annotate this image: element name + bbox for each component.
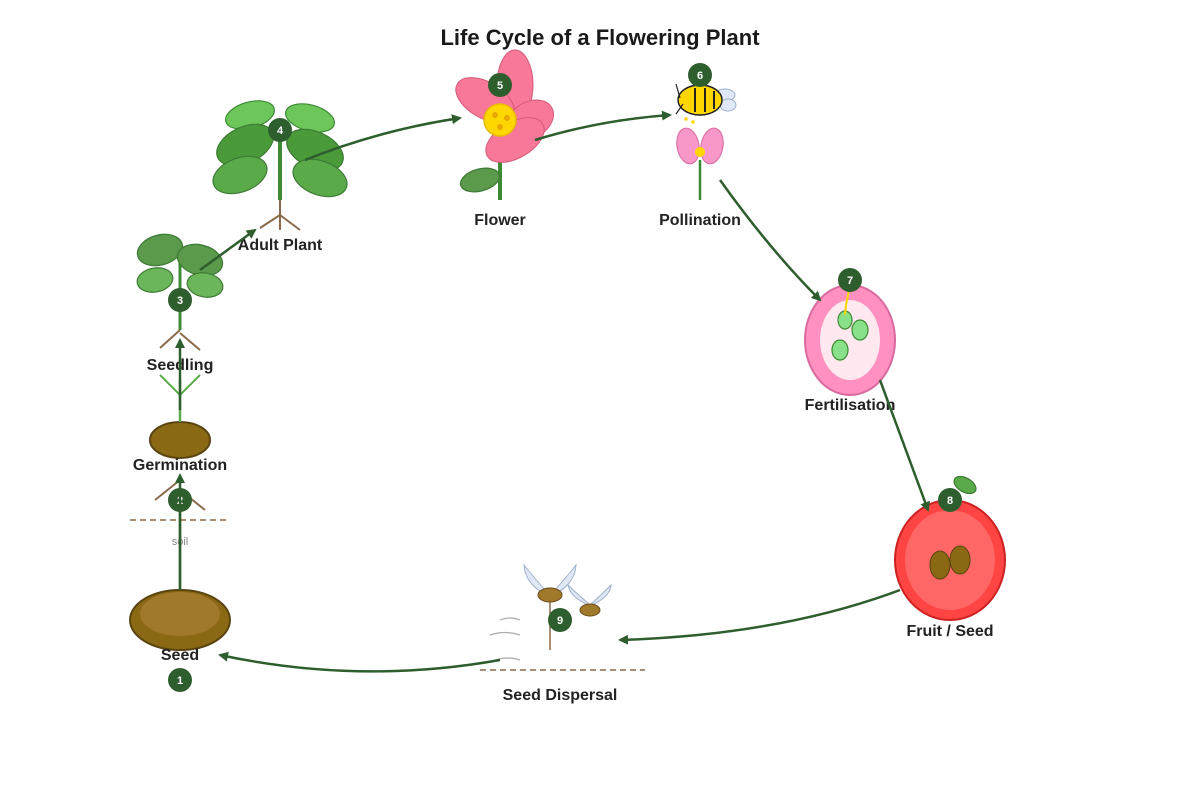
stage-badge-6: 6 [688, 63, 712, 87]
stage-label-seed: Seed [161, 647, 199, 664]
svg-text:4: 4 [277, 125, 284, 137]
svg-text:5: 5 [497, 80, 503, 92]
seedling-illustration [136, 233, 224, 351]
stage-label-pollination: Pollination [659, 212, 741, 229]
arrow-fruit-to-seed-dispersal [618, 588, 901, 645]
stage-badge-8: 8 [938, 488, 962, 512]
stage-label-flower: Flower [474, 212, 526, 229]
stage-label-fertilisation: Fertilisation [805, 397, 896, 414]
stage-label-germination: Germination [133, 457, 227, 474]
stage-badge-1: 1 [168, 668, 192, 692]
stage-badge-5: 5 [488, 73, 512, 97]
flower-illustration [455, 49, 554, 200]
arrow-adult-plant-to-flower [304, 114, 462, 162]
cycle-arrows [175, 110, 930, 673]
diagram-title: Life Cycle of a Flowering Plant [440, 25, 760, 50]
stage-badge-7: 7 [838, 268, 862, 292]
fertilisation-illustration [804, 284, 896, 396]
arrow-seedling-to-adult-plant [199, 228, 257, 272]
germination-illustration [149, 374, 211, 511]
arrow-flower-to-pollination [534, 110, 672, 142]
bee-icon [675, 83, 737, 124]
arrow-pollination-to-fertilisation [718, 179, 822, 302]
stage-label-fruit-seed: Fruit / Seed [906, 623, 993, 640]
stage-badge-9: 9 [548, 608, 572, 632]
stage-badge-3: 3 [168, 288, 192, 312]
svg-text:6: 6 [697, 70, 703, 82]
svg-text:9: 9 [557, 615, 563, 627]
svg-text:7: 7 [847, 275, 853, 287]
seed-dispersal-illustration [480, 563, 645, 671]
svg-text:3: 3 [177, 295, 183, 307]
stage-label-adult-plant: Adult Plant [238, 237, 323, 254]
pollination-illustration [675, 83, 737, 200]
adult-plant-illustration [212, 100, 348, 231]
stage-label-seed-dispersal: Seed Dispersal [503, 687, 618, 704]
fruit-illustration [894, 475, 1006, 621]
svg-text:1: 1 [177, 675, 183, 687]
stage-badge-4: 4 [268, 118, 292, 142]
arrow-seed-dispersal-to-seed [218, 651, 501, 673]
arrow-fertilisation-to-fruit [878, 379, 930, 512]
svg-text:8: 8 [947, 495, 953, 507]
